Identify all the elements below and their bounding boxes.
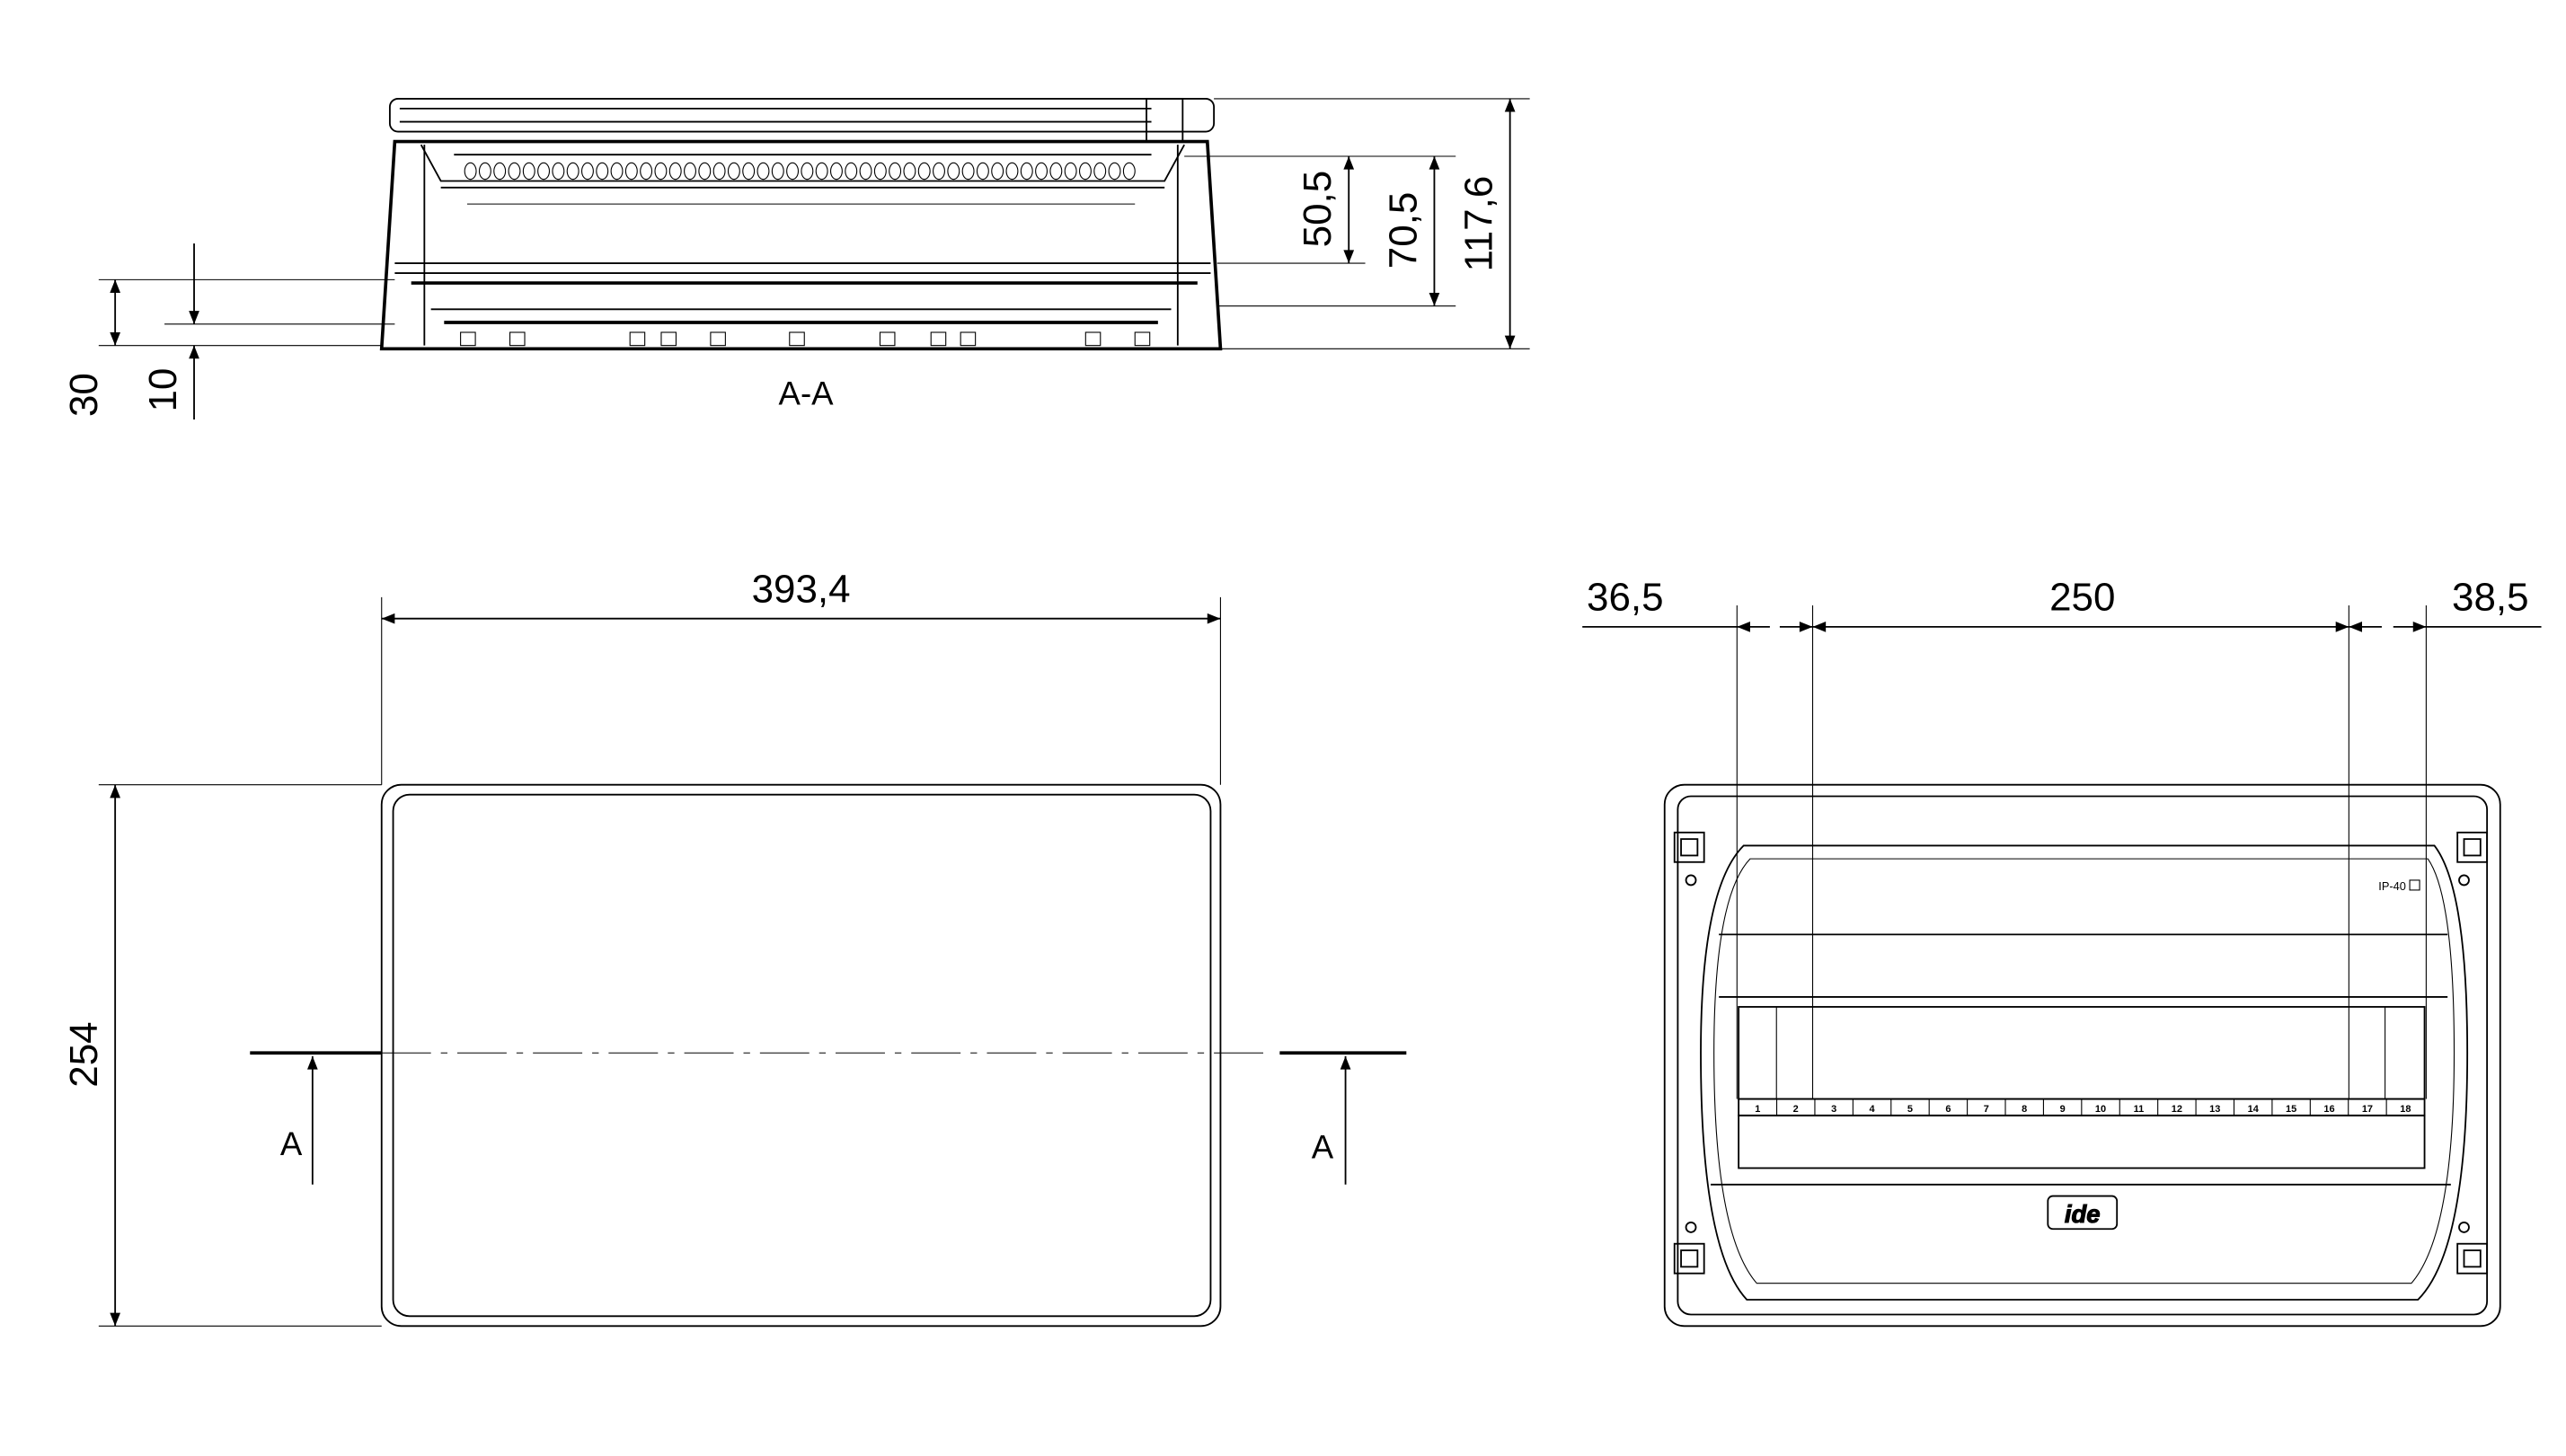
dim-height: 254 (62, 1021, 106, 1087)
module-number: 12 (2172, 1104, 2182, 1115)
module-number: 1 (1755, 1104, 1760, 1115)
dim-left-margin: 36,5 (1587, 576, 1663, 620)
module-number: 9 (2060, 1104, 2066, 1115)
module-number: 3 (1831, 1104, 1836, 1115)
dim-right-margin: 38,5 (2452, 576, 2528, 620)
module-number: 14 (2248, 1104, 2260, 1115)
section-marker-left: A (280, 1125, 303, 1162)
vent-holes (464, 162, 1136, 181)
dim-10: 10 (141, 368, 185, 412)
dim-70-5: 70,5 (1381, 192, 1425, 269)
section-title: A-A (779, 375, 835, 412)
module-number: 15 (2286, 1104, 2296, 1115)
corner-clip-icons (1673, 831, 2489, 1275)
dim-50-5: 50,5 (1296, 171, 1340, 248)
dim-30: 30 (62, 373, 106, 417)
ide-logo-text: ide (2065, 1200, 2101, 1228)
front-view: 393,4 254 A A (62, 567, 1407, 1328)
module-number: 2 (1793, 1104, 1799, 1115)
module-number: 6 (1945, 1104, 1951, 1115)
dim-rail-length: 250 (2049, 576, 2115, 620)
section-marker-right: A (1312, 1128, 1334, 1165)
module-number: 4 (1870, 1104, 1876, 1115)
module-number: 8 (2022, 1104, 2027, 1115)
dim-117-6: 117,6 (1457, 176, 1501, 272)
module-number: 7 (1984, 1104, 1989, 1115)
section-view: 50,5 70,5 117,6 30 10 A-A (62, 97, 1530, 420)
module-number: 18 (2400, 1104, 2411, 1115)
module-number: 16 (2323, 1104, 2334, 1115)
dim-width: 393,4 (752, 567, 851, 611)
module-number: 17 (2362, 1104, 2373, 1115)
module-number: 11 (2134, 1104, 2145, 1115)
module-number: 5 (1907, 1104, 1913, 1115)
module-number: 13 (2209, 1104, 2220, 1115)
ide-logo (2047, 1195, 2119, 1231)
module-number: 10 (2095, 1104, 2106, 1115)
ip-rating-label: IP-40 (2378, 879, 2406, 893)
